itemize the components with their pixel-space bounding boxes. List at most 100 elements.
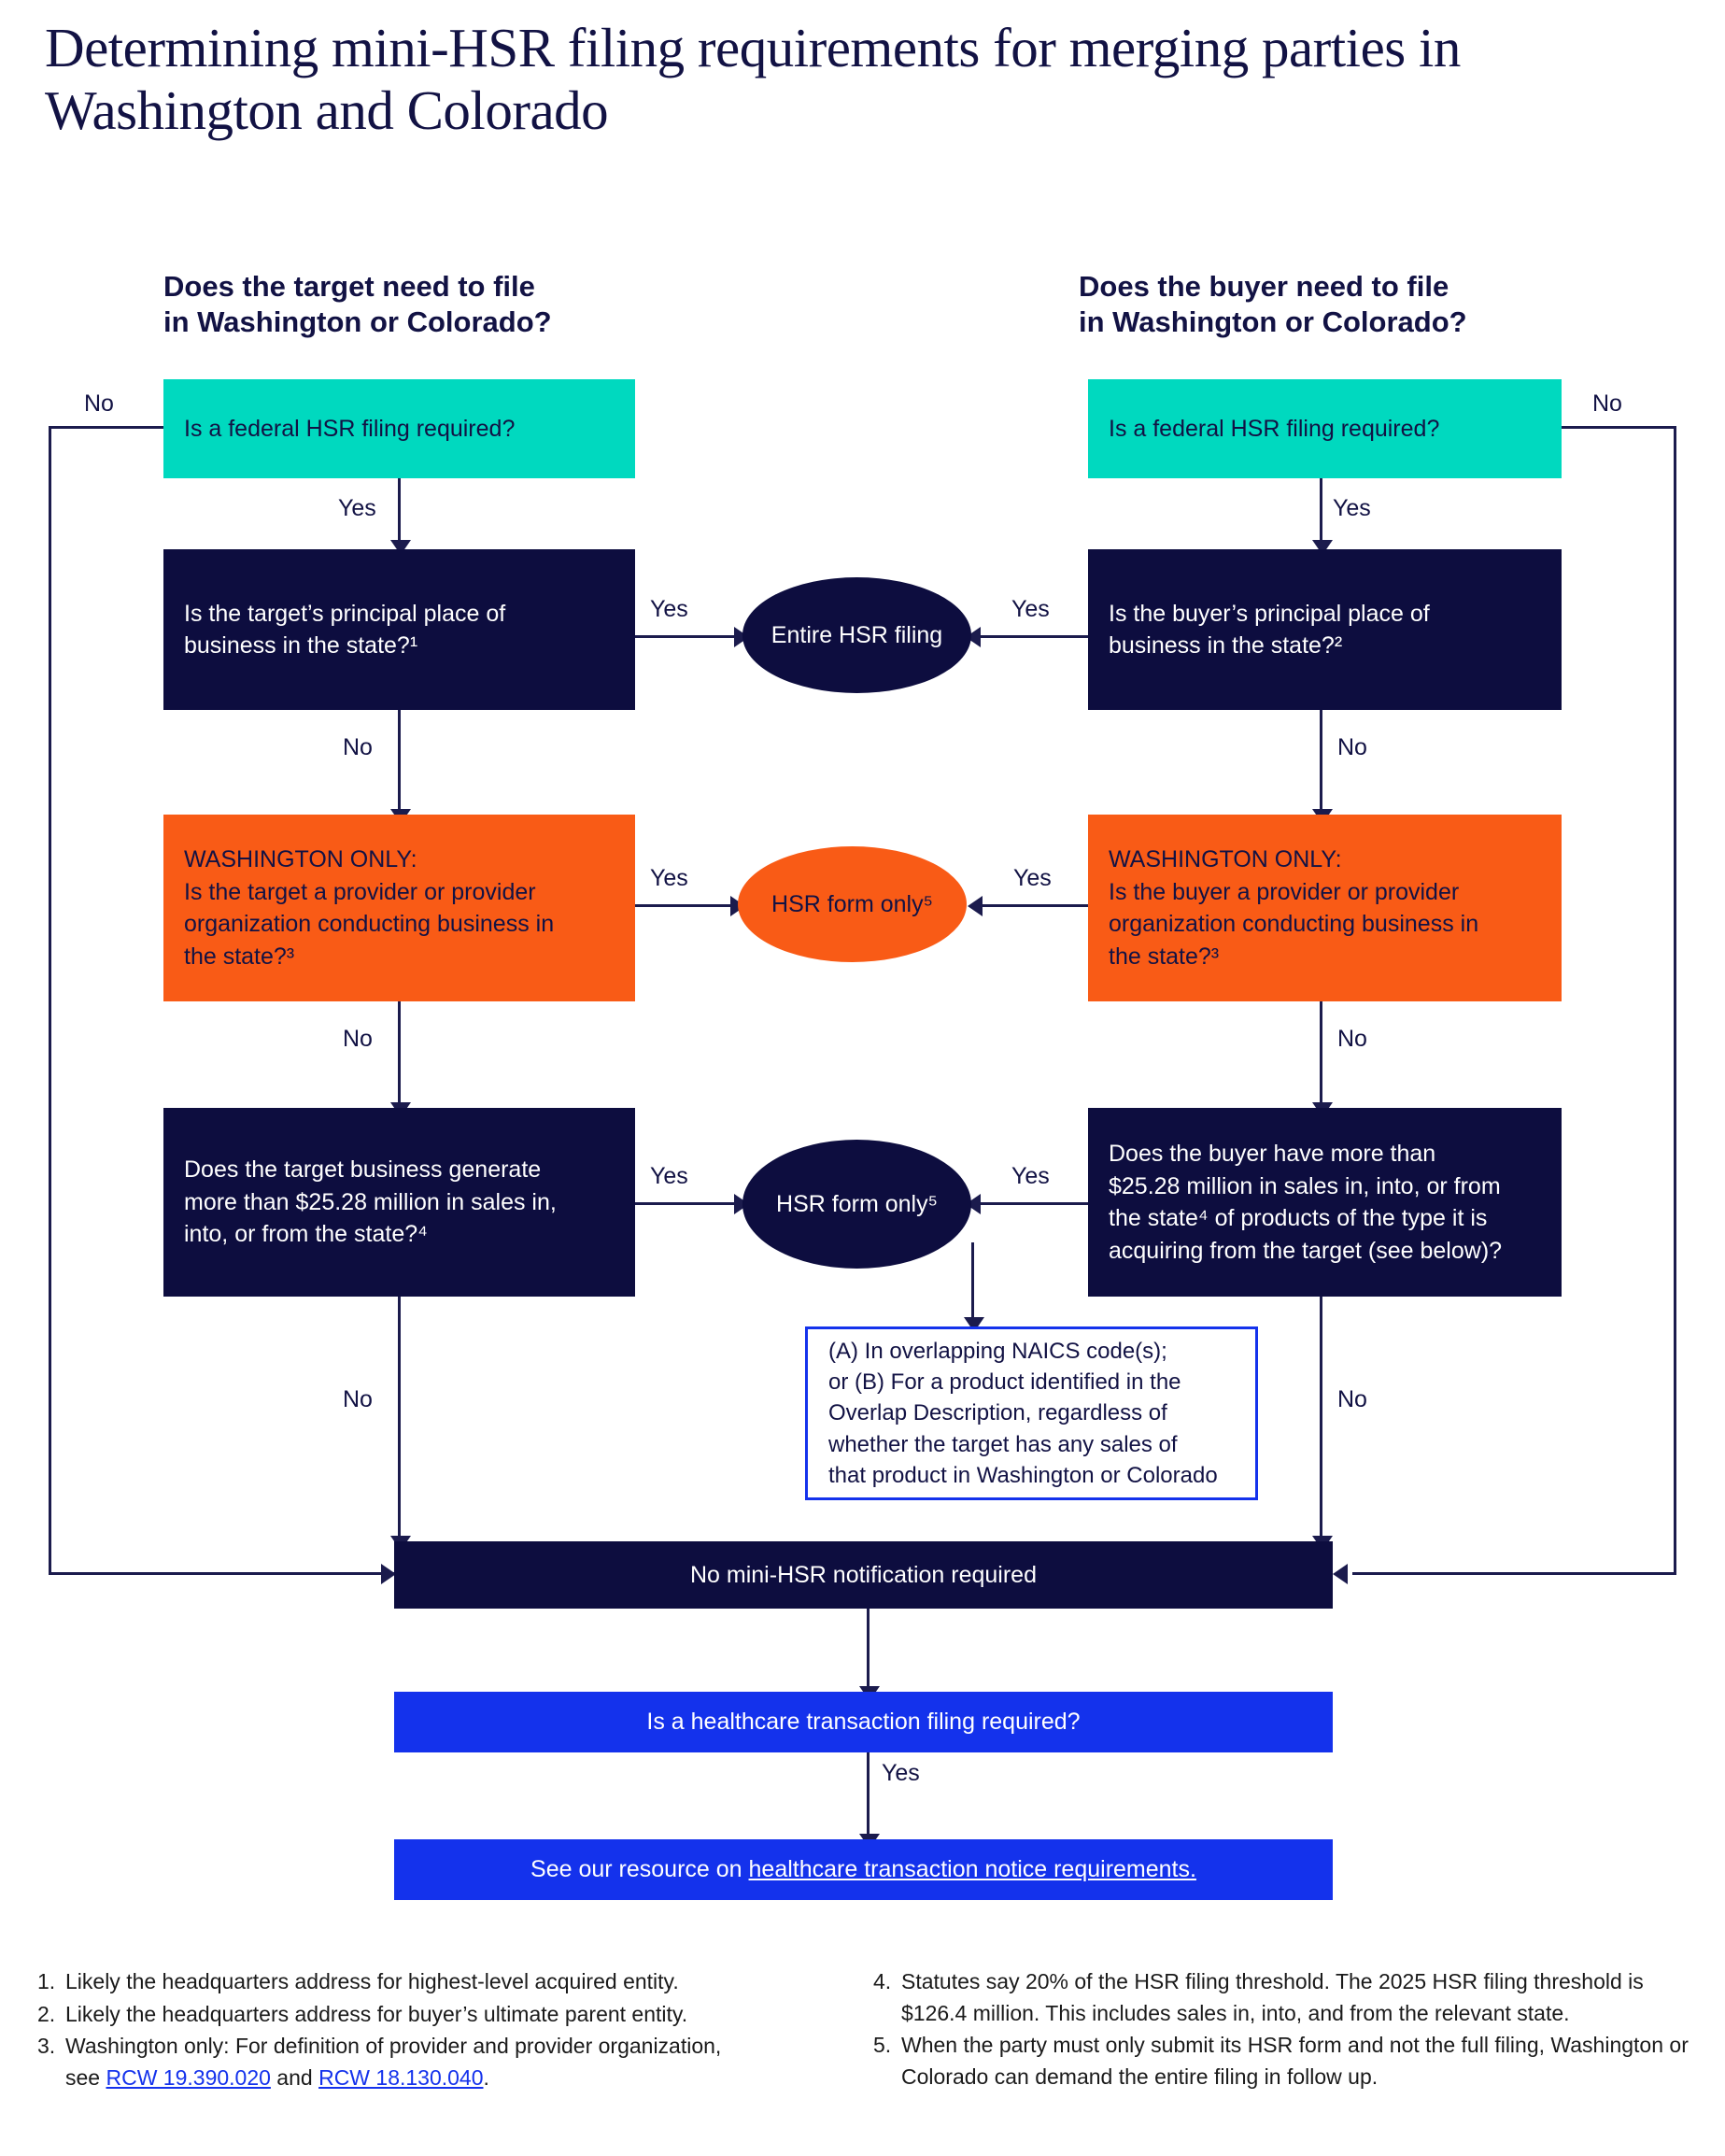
node-healthcare-question-text: Is a healthcare transaction filing requi… xyxy=(646,1709,1081,1736)
node-resource-text: See our resource on healthcare transacti… xyxy=(415,1853,1312,1886)
node-right-washington-only[interactable]: WASHINGTON ONLY: Is the buyer a provider… xyxy=(1088,815,1562,1001)
column-header-target: Does the target need to file in Washingt… xyxy=(163,270,552,338)
node-right-sales-threshold-text: Does the buyer have more than $25.28 mil… xyxy=(1109,1141,1503,1264)
node-right-washington-only-text: WASHINGTON ONLY: Is the buyer a provider… xyxy=(1109,846,1479,970)
column-header-buyer: Does the buyer need to file in Washingto… xyxy=(1079,270,1467,338)
node-hsr-form-only-top[interactable]: HSR form only⁵ xyxy=(738,846,967,962)
footnote-3-line1: Washington only: For definition of provi… xyxy=(65,2034,722,2059)
node-hsr-form-only-bottom[interactable]: HSR form only⁵ xyxy=(742,1140,971,1269)
page-title: Determining mini-HSR filing requirements… xyxy=(45,17,1461,142)
connector-right-bypass-bottom xyxy=(1352,1572,1676,1575)
footnotes-right-column: 4. Statutes say 20% of the HSR filing th… xyxy=(873,1966,1704,2093)
connector-right-federal-no-h xyxy=(1562,426,1676,429)
footnote-3-and: and xyxy=(270,2064,319,2090)
node-resource-link-bar[interactable]: See our resource on healthcare transacti… xyxy=(394,1839,1333,1900)
rcw-19-390-020-link[interactable]: RCW 19.390.020 xyxy=(106,2064,271,2090)
node-right-sales-threshold[interactable]: Does the buyer have more than $25.28 mil… xyxy=(1088,1108,1562,1297)
edge-label-right-wa-yes: Yes xyxy=(1013,865,1052,891)
footnote-number: 4. xyxy=(873,1969,892,1993)
edge-label-left-federal-no: No xyxy=(84,390,114,417)
node-left-federal-hsr[interactable]: Is a federal HSR filing required? xyxy=(163,379,635,478)
arrowhead-right-wa-yes xyxy=(968,896,983,916)
connector-left-federal-no-h xyxy=(49,426,165,429)
footnote-text: When the party must only submit its HSR … xyxy=(901,2033,1689,2089)
edge-label-right-wa-no: No xyxy=(1337,1026,1367,1052)
arrowhead-left-bypass xyxy=(381,1564,396,1584)
edge-label-left-wa-no: No xyxy=(343,1026,373,1052)
footnote-item: 5. When the party must only submit its H… xyxy=(873,2030,1704,2092)
connector-right-bypass-v xyxy=(1674,426,1676,1574)
edge-label-left-sales-no: No xyxy=(343,1386,373,1412)
footnote-item: 2. Likely the headquarters address for b… xyxy=(37,1999,859,2031)
connector-left-sales-yes xyxy=(635,1202,742,1205)
node-overlap-note: (A) In overlapping NAICS code(s); or (B)… xyxy=(805,1326,1258,1500)
node-right-federal-hsr[interactable]: Is a federal HSR filing required? xyxy=(1088,379,1562,478)
node-no-mini-hsr-required[interactable]: No mini-HSR notification required xyxy=(394,1541,1333,1609)
footnote-number: 1. xyxy=(37,1969,56,1993)
connector-left-bypass-v xyxy=(49,426,51,1574)
node-hsr-form-only-top-text: HSR form only⁵ xyxy=(771,890,933,917)
footnote-text: Likely the headquarters address for buye… xyxy=(65,2001,688,2026)
node-right-principal-place-text: Is the buyer’s principal place of busine… xyxy=(1109,600,1430,660)
node-left-washington-only[interactable]: WASHINGTON ONLY: Is the target a provide… xyxy=(163,815,635,1001)
node-entire-hsr-filing-text: Entire HSR filing xyxy=(771,621,943,648)
node-overlap-note-text: (A) In overlapping NAICS code(s); or (B)… xyxy=(828,1339,1218,1488)
connector-right-sales-yes xyxy=(977,1202,1088,1205)
footnotes-left-column: 1. Likely the headquarters address for h… xyxy=(37,1966,859,2094)
footnote-text: Statutes say 20% of the HSR filing thres… xyxy=(901,1969,1644,2025)
footnote-number: 3. xyxy=(37,2034,56,2059)
connector-left-ppb-no xyxy=(398,710,401,815)
edge-label-left-ppb-no: No xyxy=(343,734,373,760)
edge-label-right-federal-no: No xyxy=(1592,390,1622,417)
resource-prefix: See our resource on xyxy=(530,1856,749,1883)
node-no-mini-hsr-required-text: No mini-HSR notification required xyxy=(690,1561,1037,1588)
node-healthcare-question[interactable]: Is a healthcare transaction filing requi… xyxy=(394,1692,1333,1752)
connector-left-wa-yes xyxy=(635,904,738,907)
node-right-federal-hsr-text: Is a federal HSR filing required? xyxy=(1109,415,1440,442)
footnote-3-see: see xyxy=(65,2064,106,2090)
edge-label-right-ppb-no: No xyxy=(1337,734,1367,760)
connector-right-ppb-no xyxy=(1320,710,1322,815)
edge-label-left-sales-yes: Yes xyxy=(650,1163,688,1189)
footnote-number: 5. xyxy=(873,2033,892,2058)
node-left-sales-threshold-text: Does the target business generate more t… xyxy=(184,1156,557,1248)
connector-right-federal-yes xyxy=(1320,478,1322,546)
footnote-text: Likely the headquarters address for high… xyxy=(65,1969,679,1993)
connector-right-ppb-yes xyxy=(977,635,1088,638)
node-entire-hsr-filing[interactable]: Entire HSR filing xyxy=(742,577,971,693)
connector-right-wa-yes xyxy=(979,904,1088,907)
arrowhead-right-bypass xyxy=(1333,1564,1348,1584)
edge-label-right-sales-no: No xyxy=(1337,1386,1367,1412)
node-hsr-form-only-bottom-text: HSR form only⁵ xyxy=(776,1190,938,1217)
node-right-principal-place[interactable]: Is the buyer’s principal place of busine… xyxy=(1088,549,1562,710)
node-left-federal-hsr-text: Is a federal HSR filing required? xyxy=(184,415,516,442)
footnote-3-period: . xyxy=(483,2064,489,2090)
edge-label-healthcare-yes: Yes xyxy=(882,1760,920,1786)
node-left-principal-place-text: Is the target’s principal place of busin… xyxy=(184,600,506,660)
connector-left-wa-no xyxy=(398,1001,401,1108)
connector-nomini-to-healthcare xyxy=(867,1609,870,1692)
footnote-text: Washington only: For definition of provi… xyxy=(65,2031,859,2093)
connector-left-ppb-yes xyxy=(635,635,742,638)
edge-label-right-ppb-yes: Yes xyxy=(1011,596,1050,622)
node-left-washington-only-text: WASHINGTON ONLY: Is the target a provide… xyxy=(184,846,555,970)
connector-left-federal-yes xyxy=(398,478,401,546)
connector-healthcare-to-resource xyxy=(867,1752,870,1839)
footnote-item: 4. Statutes say 20% of the HSR filing th… xyxy=(873,1966,1704,2029)
edge-label-right-sales-yes: Yes xyxy=(1011,1163,1050,1189)
edge-label-left-ppb-yes: Yes xyxy=(650,596,688,622)
footnote-item: 3. Washington only: For definition of pr… xyxy=(37,2031,859,2093)
edge-label-left-wa-yes: Yes xyxy=(650,865,688,891)
healthcare-notice-link[interactable]: healthcare transaction notice requiremen… xyxy=(748,1856,1196,1883)
footnote-item: 1. Likely the headquarters address for h… xyxy=(37,1966,859,1998)
node-left-sales-threshold[interactable]: Does the target business generate more t… xyxy=(163,1108,635,1297)
footnote-number: 2. xyxy=(37,2001,56,2026)
connector-left-bypass-bottom xyxy=(49,1572,394,1575)
edge-label-left-federal-yes: Yes xyxy=(338,495,376,521)
connector-left-sales-no xyxy=(398,1297,401,1541)
edge-label-right-federal-yes: Yes xyxy=(1333,495,1371,521)
node-left-principal-place[interactable]: Is the target’s principal place of busin… xyxy=(163,549,635,710)
connector-hsr-bottom-to-note xyxy=(971,1242,974,1323)
rcw-18-130-040-link[interactable]: RCW 18.130.040 xyxy=(318,2064,484,2090)
connector-right-sales-no xyxy=(1320,1297,1322,1541)
